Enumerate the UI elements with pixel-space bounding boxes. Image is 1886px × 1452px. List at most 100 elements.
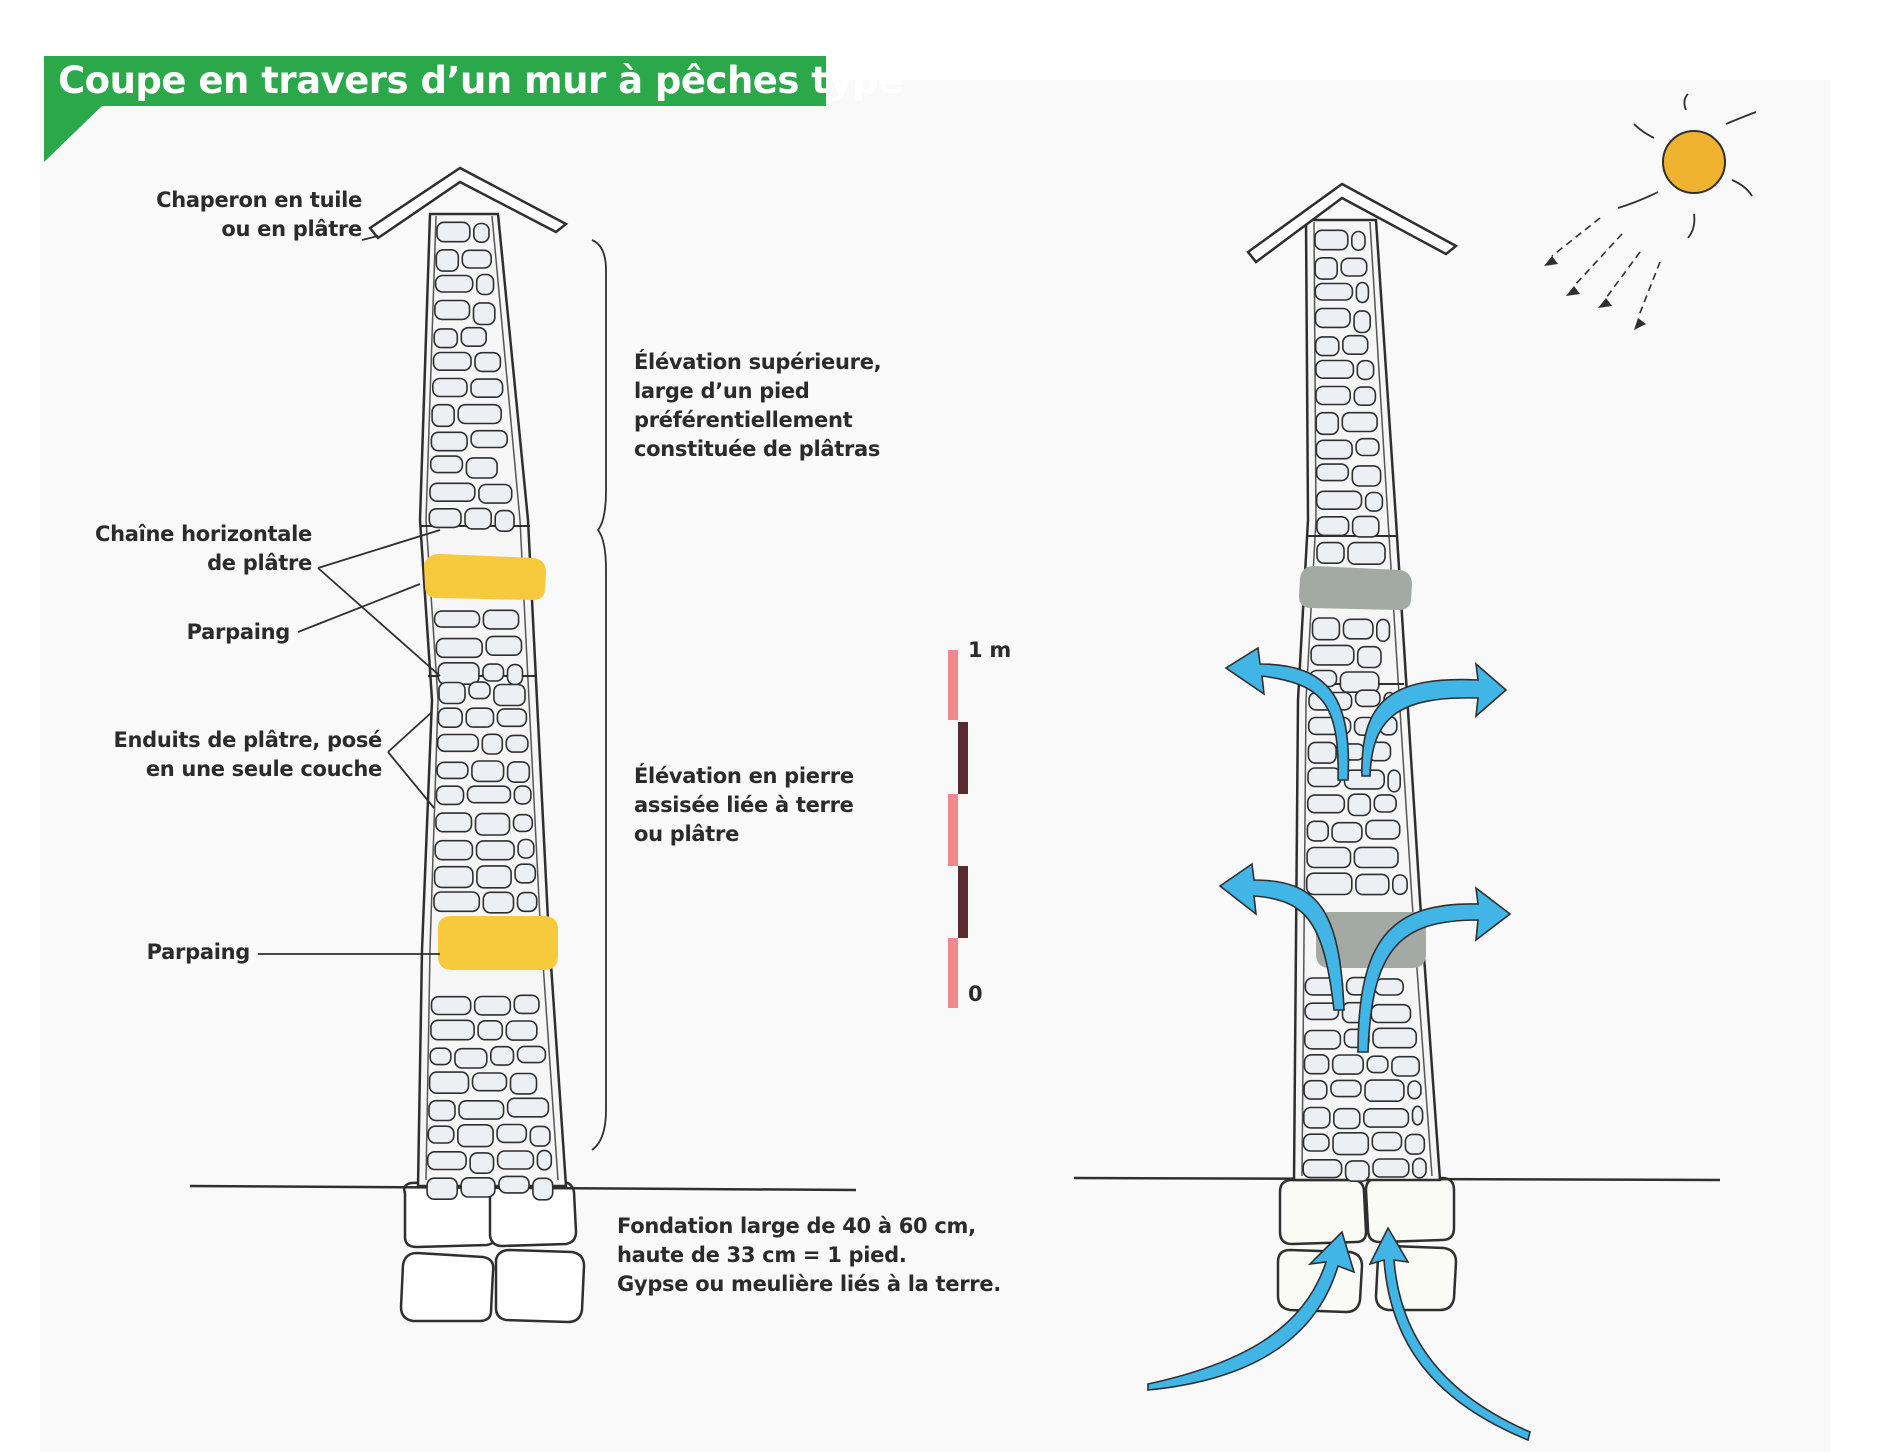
- stone: [472, 302, 496, 326]
- stone: [465, 707, 495, 728]
- stone: [1351, 465, 1382, 487]
- stone: [1315, 463, 1350, 482]
- stone: [1342, 334, 1369, 356]
- stone: [1347, 793, 1372, 817]
- stone: [471, 760, 505, 783]
- label-enduits-line2: en une seule couche: [145, 757, 382, 781]
- stone: [1331, 1054, 1364, 1075]
- stone: [1307, 741, 1337, 764]
- stone: [1304, 1029, 1342, 1050]
- stone: [1353, 310, 1371, 334]
- stone: [1311, 617, 1341, 641]
- stone: [437, 661, 480, 685]
- stone: [1355, 873, 1390, 896]
- stone: [433, 328, 459, 349]
- stone: [433, 610, 481, 628]
- stone: [1306, 794, 1346, 814]
- stone: [431, 403, 456, 428]
- stone: [536, 1149, 553, 1171]
- height-brace: [591, 239, 607, 1151]
- left-parpaing-top: [424, 554, 546, 600]
- stone: [1332, 1132, 1370, 1156]
- label-chaine: Chaîne horizontale de plâtre: [60, 520, 312, 578]
- right-parpaing-top: [1299, 566, 1412, 610]
- stone: [460, 326, 487, 348]
- arrow-upper-right: [1361, 662, 1508, 777]
- label-chaperon: Chaperon en tuile ou en plâtre: [110, 186, 362, 244]
- left-stones: [426, 221, 554, 1201]
- label-fondation-line3: Gypse ou meulière liés à la terre.: [617, 1272, 1001, 1296]
- stone: [468, 681, 491, 700]
- stone: [426, 1151, 467, 1171]
- stone: [1356, 645, 1382, 669]
- stone: [433, 891, 481, 913]
- stone: [437, 707, 463, 729]
- leader-lines: [258, 235, 441, 955]
- stone: [505, 1020, 538, 1041]
- stone: [498, 1175, 530, 1194]
- title-banner-tail: [44, 104, 104, 162]
- stone: [532, 1177, 554, 1201]
- sun-icon: [1544, 93, 1757, 330]
- stone: [456, 1124, 494, 1148]
- stone: [475, 273, 495, 296]
- arrow-lower-left: [1218, 862, 1345, 1011]
- label-enduits: Enduits de plâtre, posé en une seule cou…: [80, 726, 382, 784]
- stone: [428, 1099, 456, 1122]
- stone: [1310, 644, 1355, 666]
- stone: [1315, 490, 1363, 510]
- label-fondation-line1: Fondation large de 40 à 60 cm,: [617, 1214, 976, 1238]
- stone: [1370, 1003, 1412, 1024]
- label-parpaing-bottom: Parpaing: [146, 940, 251, 964]
- diagram-background: [40, 80, 1830, 1452]
- stone: [430, 431, 468, 452]
- stone: [431, 377, 468, 398]
- stone: [1333, 1107, 1361, 1130]
- label-elev-pierre-line1: Élévation en pierre: [634, 764, 854, 788]
- stone: [427, 1125, 455, 1144]
- stone: [512, 813, 534, 833]
- stone: [428, 507, 462, 529]
- stone: [1304, 1002, 1340, 1021]
- stone: [465, 457, 498, 479]
- scale-label-top: 1 m: [968, 638, 1011, 662]
- stone: [481, 733, 504, 755]
- stone: [1366, 1055, 1389, 1074]
- stone: [505, 734, 529, 753]
- label-elev-sup-line4: constituée de plâtras: [634, 437, 881, 461]
- stone: [1364, 491, 1384, 512]
- right-chaperon: [1246, 182, 1459, 264]
- stone: [1407, 1080, 1422, 1100]
- label-chaperon-line2: ou en plâtre: [221, 217, 362, 241]
- right-wall: [1073, 182, 1721, 1314]
- left-foundation: [399, 1179, 586, 1324]
- stone: [433, 865, 474, 889]
- stone: [509, 1072, 538, 1095]
- arrow-upper-left: [1224, 646, 1350, 781]
- stone: [470, 429, 509, 449]
- scale-label-bottom: 0: [968, 982, 983, 1006]
- stone: [1373, 794, 1397, 813]
- label-elev-sup-line3: préférentiellement: [634, 408, 853, 432]
- label-chaperon-line1: Chaperon en tuile: [156, 188, 362, 212]
- stone: [1365, 819, 1401, 840]
- stone: [434, 274, 474, 293]
- scale-bar: [948, 650, 968, 1008]
- stone: [471, 1072, 508, 1092]
- left-parpaing-bottom: [438, 916, 558, 970]
- stone: [1302, 1159, 1343, 1179]
- stone: [469, 1152, 495, 1175]
- right-stones: [1302, 229, 1427, 1183]
- stone: [494, 509, 515, 533]
- stone: [432, 351, 472, 372]
- stone: [429, 455, 464, 474]
- right-foundation: [1276, 1176, 1458, 1314]
- label-enduits-line1: Enduits de plâtre, posé: [113, 728, 382, 752]
- stone: [1404, 1133, 1426, 1155]
- stone: [435, 785, 465, 806]
- stone: [474, 812, 511, 836]
- stone: [434, 839, 474, 861]
- stone: [434, 299, 471, 321]
- stone: [1303, 1054, 1330, 1075]
- stone: [1347, 541, 1386, 565]
